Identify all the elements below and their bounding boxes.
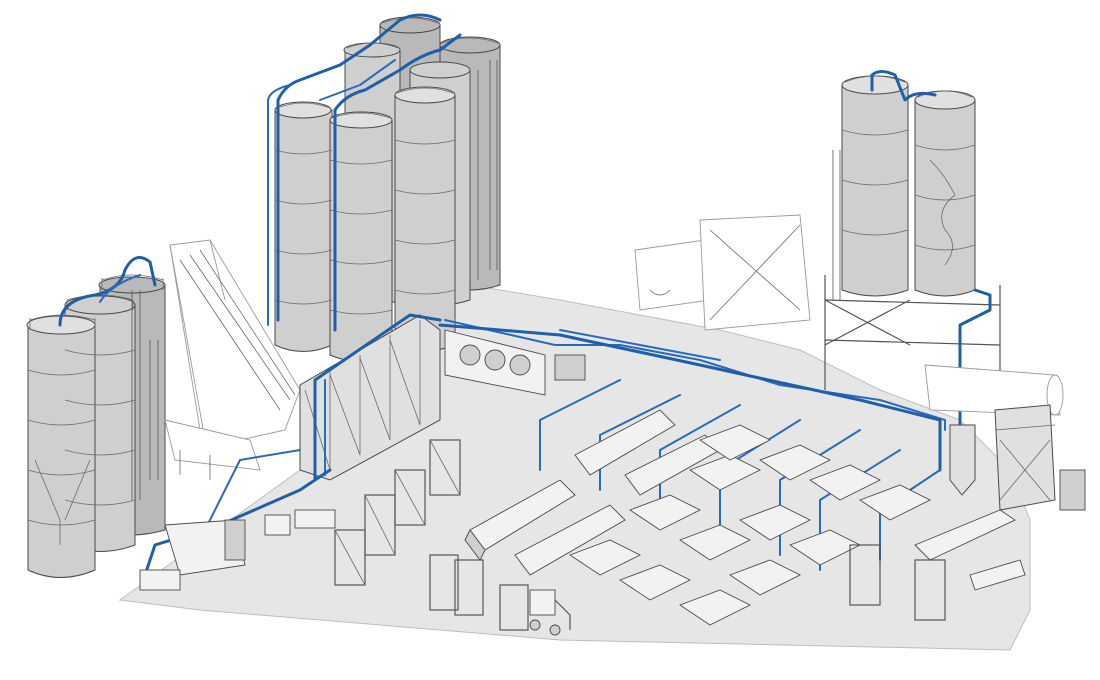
- filter-receiver: [949, 404, 1086, 511]
- control-station-left: [139, 509, 336, 591]
- left-silo-group: [26, 256, 166, 578]
- molding-machine-grid: [569, 424, 932, 626]
- center-silo-cluster: [267, 13, 501, 362]
- tanker-truck-right: [634, 214, 1064, 416]
- forklift: [529, 589, 571, 636]
- tipping-trailer: [164, 239, 301, 480]
- extruder-lines: [464, 409, 721, 576]
- dosing-station: [444, 319, 946, 431]
- conveyor-right: [914, 509, 1026, 591]
- right-silo-pair: [824, 70, 1001, 472]
- feed-bin-row: [299, 313, 442, 482]
- big-bag-stations: [334, 439, 946, 631]
